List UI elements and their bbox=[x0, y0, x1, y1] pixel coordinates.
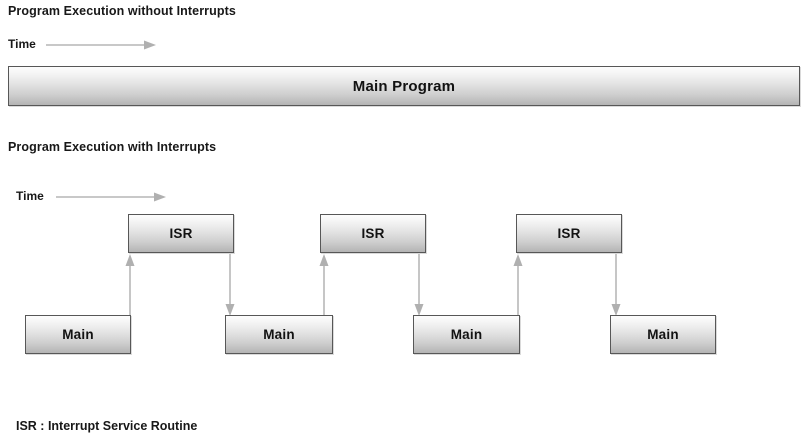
time-label-1: Time bbox=[8, 37, 36, 51]
arrow-down-icon-3 bbox=[611, 254, 621, 316]
arrow-up-icon-2 bbox=[319, 254, 329, 316]
legend-isr-definition: ISR : Interrupt Service Routine bbox=[16, 419, 198, 433]
arrow-down-icon-1 bbox=[225, 254, 235, 316]
arrow-down-icon-2 bbox=[414, 254, 424, 316]
time-arrow-icon-2 bbox=[56, 192, 166, 202]
main-block-1: Main bbox=[25, 315, 131, 354]
section-title-with-interrupts: Program Execution with Interrupts bbox=[8, 140, 217, 154]
arrow-up-icon-3 bbox=[513, 254, 523, 316]
time-label-2: Time bbox=[16, 189, 44, 203]
isr-block-1: ISR bbox=[128, 214, 234, 253]
section-title-without-interrupts: Program Execution without Interrupts bbox=[8, 4, 236, 18]
main-program-bar: Main Program bbox=[8, 66, 800, 106]
arrow-up-icon-1 bbox=[125, 254, 135, 316]
main-block-2: Main bbox=[225, 315, 333, 354]
main-block-3: Main bbox=[413, 315, 520, 354]
isr-block-2: ISR bbox=[320, 214, 426, 253]
main-block-4: Main bbox=[610, 315, 716, 354]
time-arrow-icon-1 bbox=[46, 40, 156, 50]
isr-block-3: ISR bbox=[516, 214, 622, 253]
